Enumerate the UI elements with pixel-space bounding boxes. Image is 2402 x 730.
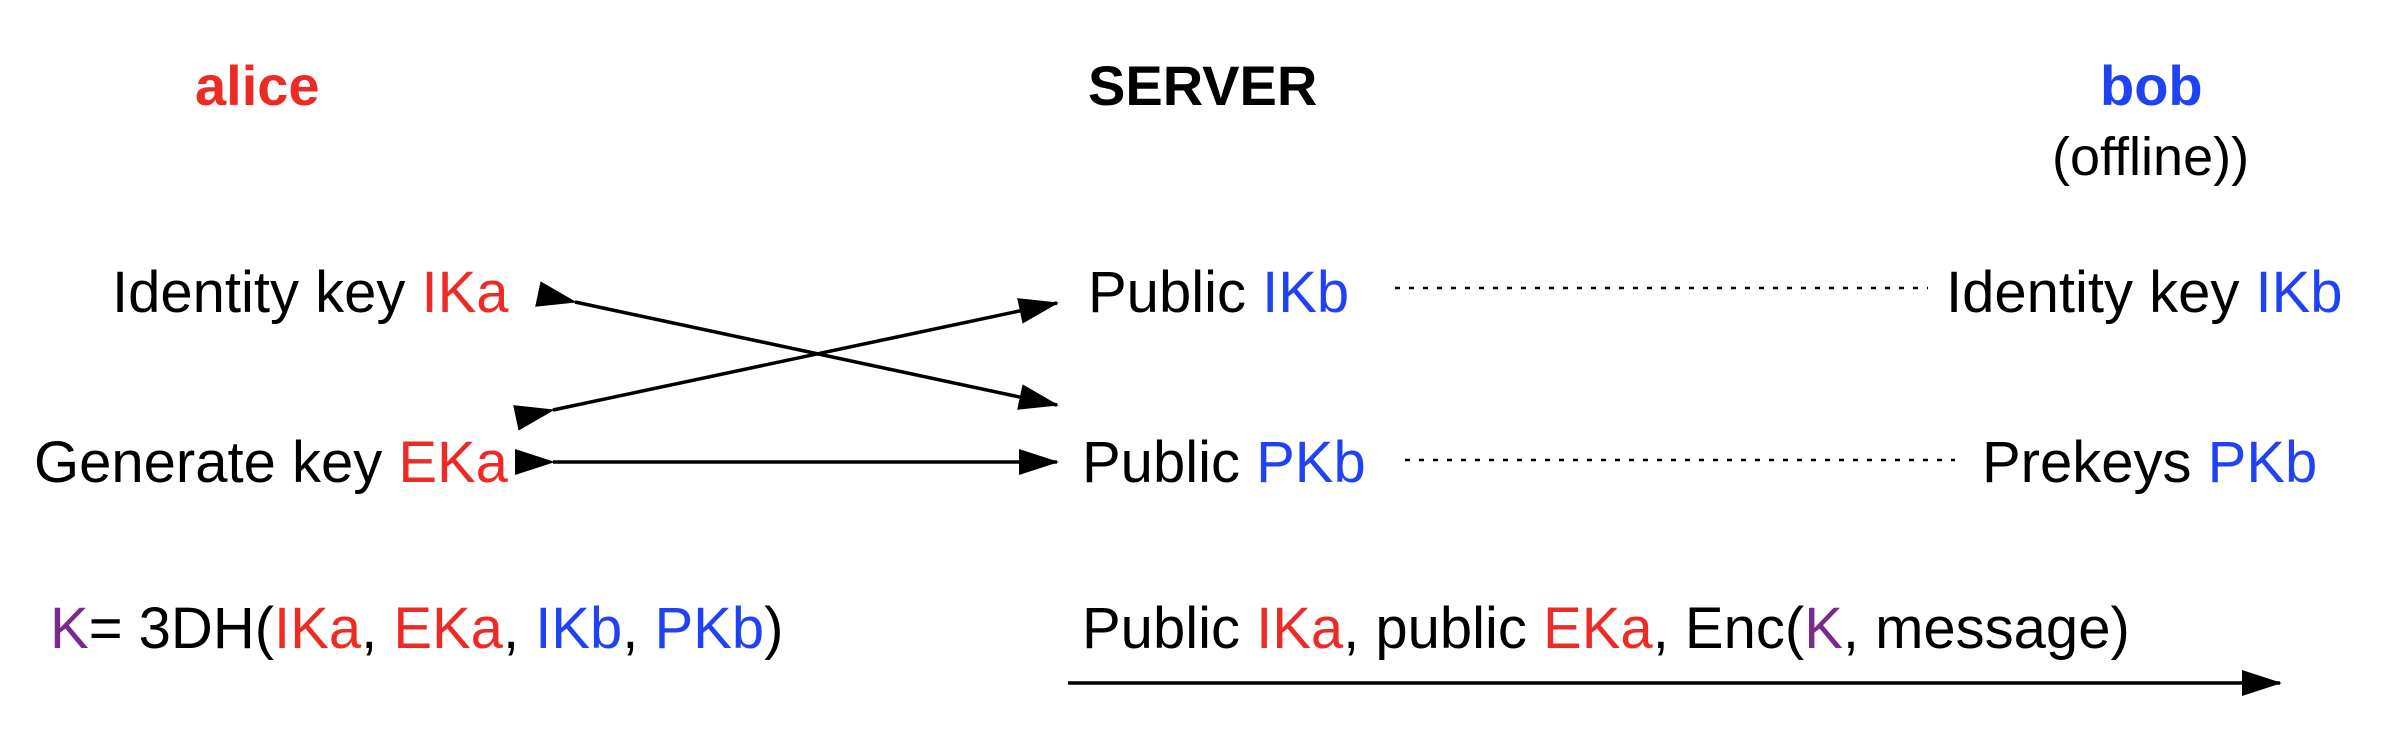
bob-header: bob — [2100, 54, 2203, 117]
formula-k: K — [50, 596, 89, 661]
alice-generate-eka: EKa — [398, 430, 508, 495]
server-public-pkb-label: Public — [1082, 430, 1257, 495]
formula-eka: EKa — [393, 596, 503, 661]
formula-sep2: , — [502, 596, 536, 661]
message-k: K — [1804, 596, 1843, 661]
formula-ikb: IKb — [535, 596, 623, 661]
message-p3: , Enc( — [1652, 596, 1805, 661]
server-header: SERVER — [1088, 54, 1318, 117]
bob-identity-label: Identity key — [1946, 260, 2256, 325]
bob-identity-ikb: IKb — [2255, 260, 2343, 325]
alice-generate-key: Generate key EKa — [34, 434, 508, 492]
bob-prekeys-label: Prekeys — [1982, 430, 2208, 495]
server-public-ikb-label: Public — [1088, 260, 1263, 325]
alice-header: alice — [195, 54, 320, 117]
bob-prekeys: Prekeys PKb — [1982, 434, 2317, 492]
formula-sep3: , — [622, 596, 655, 661]
bob-prekeys-pkb: PKb — [2207, 430, 2318, 495]
formula-eq: = 3DH( — [88, 596, 275, 661]
bob-identity-key: Identity key IKb — [1946, 264, 2343, 322]
server-public-pkb-key: PKb — [1256, 430, 1366, 495]
formula-pkb: PKb — [654, 596, 765, 661]
message-p2: , public — [1343, 596, 1544, 661]
message-p4: , message) — [1842, 596, 2130, 661]
bob-status: (offline)) — [2052, 127, 2250, 187]
arrow-ikb-to-alice — [513, 298, 1059, 431]
alice-identity-key: Identity key IKa — [112, 264, 509, 322]
message-p1: Public — [1082, 596, 1257, 661]
formula-close: ) — [764, 596, 784, 661]
alice-identity-ika: IKa — [421, 260, 509, 325]
alice-identity-label: Identity key — [112, 260, 422, 325]
server-public-ikb-key: IKb — [1262, 260, 1350, 325]
formula-ika: IKa — [274, 596, 362, 661]
alice-generate-label: Generate key — [34, 430, 399, 495]
alice-shared-secret-formula: K= 3DH(IKa, EKa, IKb, PKb) — [50, 600, 783, 658]
server-public-ikb: Public IKb — [1088, 264, 1349, 322]
message-eka: EKa — [1543, 596, 1653, 661]
message-ika: IKa — [1256, 596, 1344, 661]
server-public-pkb: Public PKb — [1082, 434, 1366, 492]
formula-sep1: , — [361, 596, 394, 661]
server-message: Public IKa, public EKa, Enc(K, message) — [1082, 600, 2130, 658]
